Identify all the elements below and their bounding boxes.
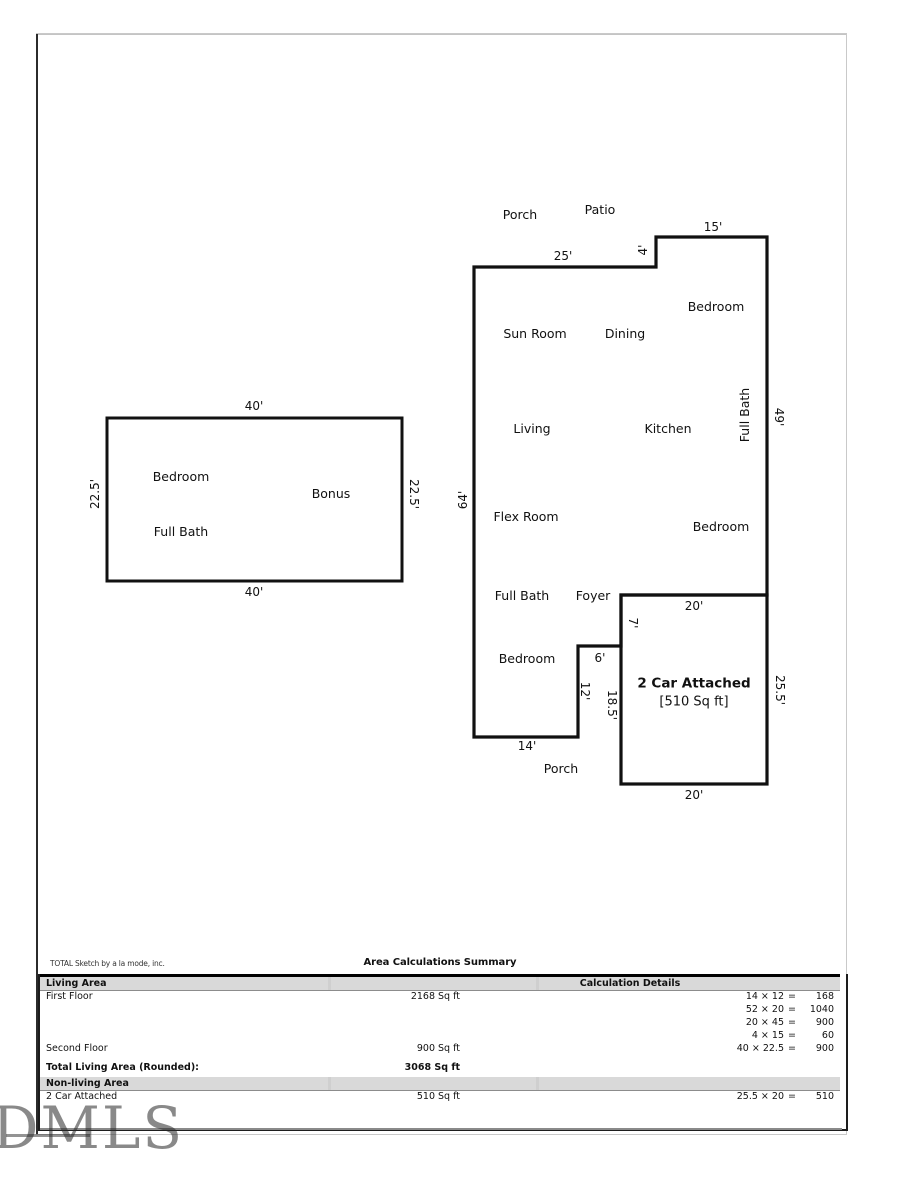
table-row: 2 Car Attached 510 Sq ft 25.5 × 20=510	[40, 1091, 840, 1104]
room-label-bedroom: Bedroom	[692, 518, 750, 534]
room-label-bedroom: Bedroom	[152, 468, 210, 484]
summary-title-row: TOTAL Sketch by a la mode, inc. Area Cal…	[40, 956, 840, 974]
room-label-porch: Porch	[502, 206, 538, 222]
room-label-bonus: Bonus	[311, 485, 351, 501]
total-living-area-value: 3068 Sq ft	[404, 1062, 460, 1073]
row-calculation-details: 25.5 × 20=510	[732, 1091, 834, 1104]
room-label-patio: Patio	[584, 201, 616, 217]
room-label-foyer: Foyer	[575, 587, 611, 603]
living-area-header: Living Area	[46, 978, 107, 989]
row-area-name: Second Floor	[46, 1043, 108, 1054]
calculation-line: 52 × 20=1040	[745, 1004, 834, 1015]
dimension-label: 64'	[456, 490, 470, 510]
living-area-rows: First Floor 2168 Sq ft 14 × 12=168 52 × 20=…	[40, 991, 840, 1056]
room-label-dining: Dining	[604, 325, 646, 341]
non-living-area-rows: 2 Car Attached 510 Sq ft 25.5 × 20=510	[40, 1091, 840, 1104]
dimension-label: 14'	[517, 739, 537, 753]
dimension-label: 18.5'	[605, 689, 619, 721]
calculation-line: 4 × 15=60	[751, 1030, 834, 1041]
dimension-label: 12'	[578, 681, 592, 701]
total-living-area-label: Total Living Area (Rounded):	[46, 1062, 199, 1073]
table-row: Second Floor 900 Sq ft 40 × 22.5=900	[40, 1043, 840, 1056]
dimension-label: 15'	[703, 220, 723, 234]
room-label-bedroom: Bedroom	[687, 298, 745, 314]
summary-top-rule	[40, 974, 840, 977]
room-label-full-bath: Full Bath	[494, 587, 550, 603]
dimension-label: 49'	[772, 407, 786, 427]
dimension-label: 40'	[244, 399, 264, 413]
room-label-full-bath: Full Bath	[153, 523, 209, 539]
dimension-label: 25.5'	[773, 674, 787, 706]
garage-area: [510 Sq ft]	[659, 694, 729, 710]
dimension-label: 7'	[626, 617, 640, 629]
row-area-name: 2 Car Attached	[46, 1091, 118, 1102]
room-label-kitchen: Kitchen	[644, 420, 692, 436]
room-label-bedroom: Bedroom	[498, 650, 556, 666]
table-row: First Floor 2168 Sq ft 14 × 12=168 52 × 20=…	[40, 991, 840, 1043]
row-area-name: First Floor	[46, 991, 93, 1002]
non-living-area-header: Non-living Area	[46, 1078, 129, 1089]
calculation-details-header: Calculation Details	[579, 978, 681, 989]
calculation-line: 20 × 45=900	[745, 1017, 834, 1028]
calculation-line: 40 × 22.5=900	[736, 1043, 834, 1054]
room-label-porch: Porch	[543, 760, 579, 776]
calculation-line: 25.5 × 20=510	[736, 1091, 834, 1102]
row-area-value: 2168 Sq ft	[410, 991, 460, 1002]
room-label-living: Living	[513, 420, 551, 436]
room-label-full-bath: Full Bath	[736, 387, 752, 443]
sketch-credit: TOTAL Sketch by a la mode, inc.	[50, 959, 165, 968]
row-area-value: 510 Sq ft	[416, 1091, 460, 1102]
dimension-label: 20'	[684, 599, 704, 613]
dimension-label: 22.5'	[407, 478, 421, 510]
dimension-label: 4'	[636, 244, 650, 256]
living-area-header-band: Living Area Calculation Details	[40, 977, 840, 991]
non-living-area-header-band: Non-living Area	[40, 1077, 840, 1091]
room-label-sun-room: Sun Room	[503, 325, 567, 341]
dimension-label: 20'	[684, 788, 704, 802]
total-living-area-row: Total Living Area (Rounded): 3068 Sq ft	[40, 1062, 840, 1075]
row-calculation-details: 14 × 12=168 52 × 20=1040 20 × 45=900 4 × 15…	[732, 991, 834, 1043]
dimension-label: 6'	[594, 651, 606, 665]
summary-bottom-rule	[40, 1128, 842, 1130]
area-calculations-summary: TOTAL Sketch by a la mode, inc. Area Cal…	[40, 956, 840, 1104]
row-calculation-details: 40 × 22.5=900	[732, 1043, 834, 1056]
calculation-line: 14 × 12=168	[745, 991, 834, 1002]
dimension-label: 25'	[553, 249, 573, 263]
dimension-label: 22.5'	[88, 478, 102, 510]
dimension-label: 40'	[244, 585, 264, 599]
row-area-value: 900 Sq ft	[416, 1043, 460, 1054]
summary-title: Area Calculations Summary	[363, 957, 517, 968]
garage-title: 2 Car Attached	[637, 675, 751, 692]
room-label-flex-room: Flex Room	[493, 508, 559, 524]
